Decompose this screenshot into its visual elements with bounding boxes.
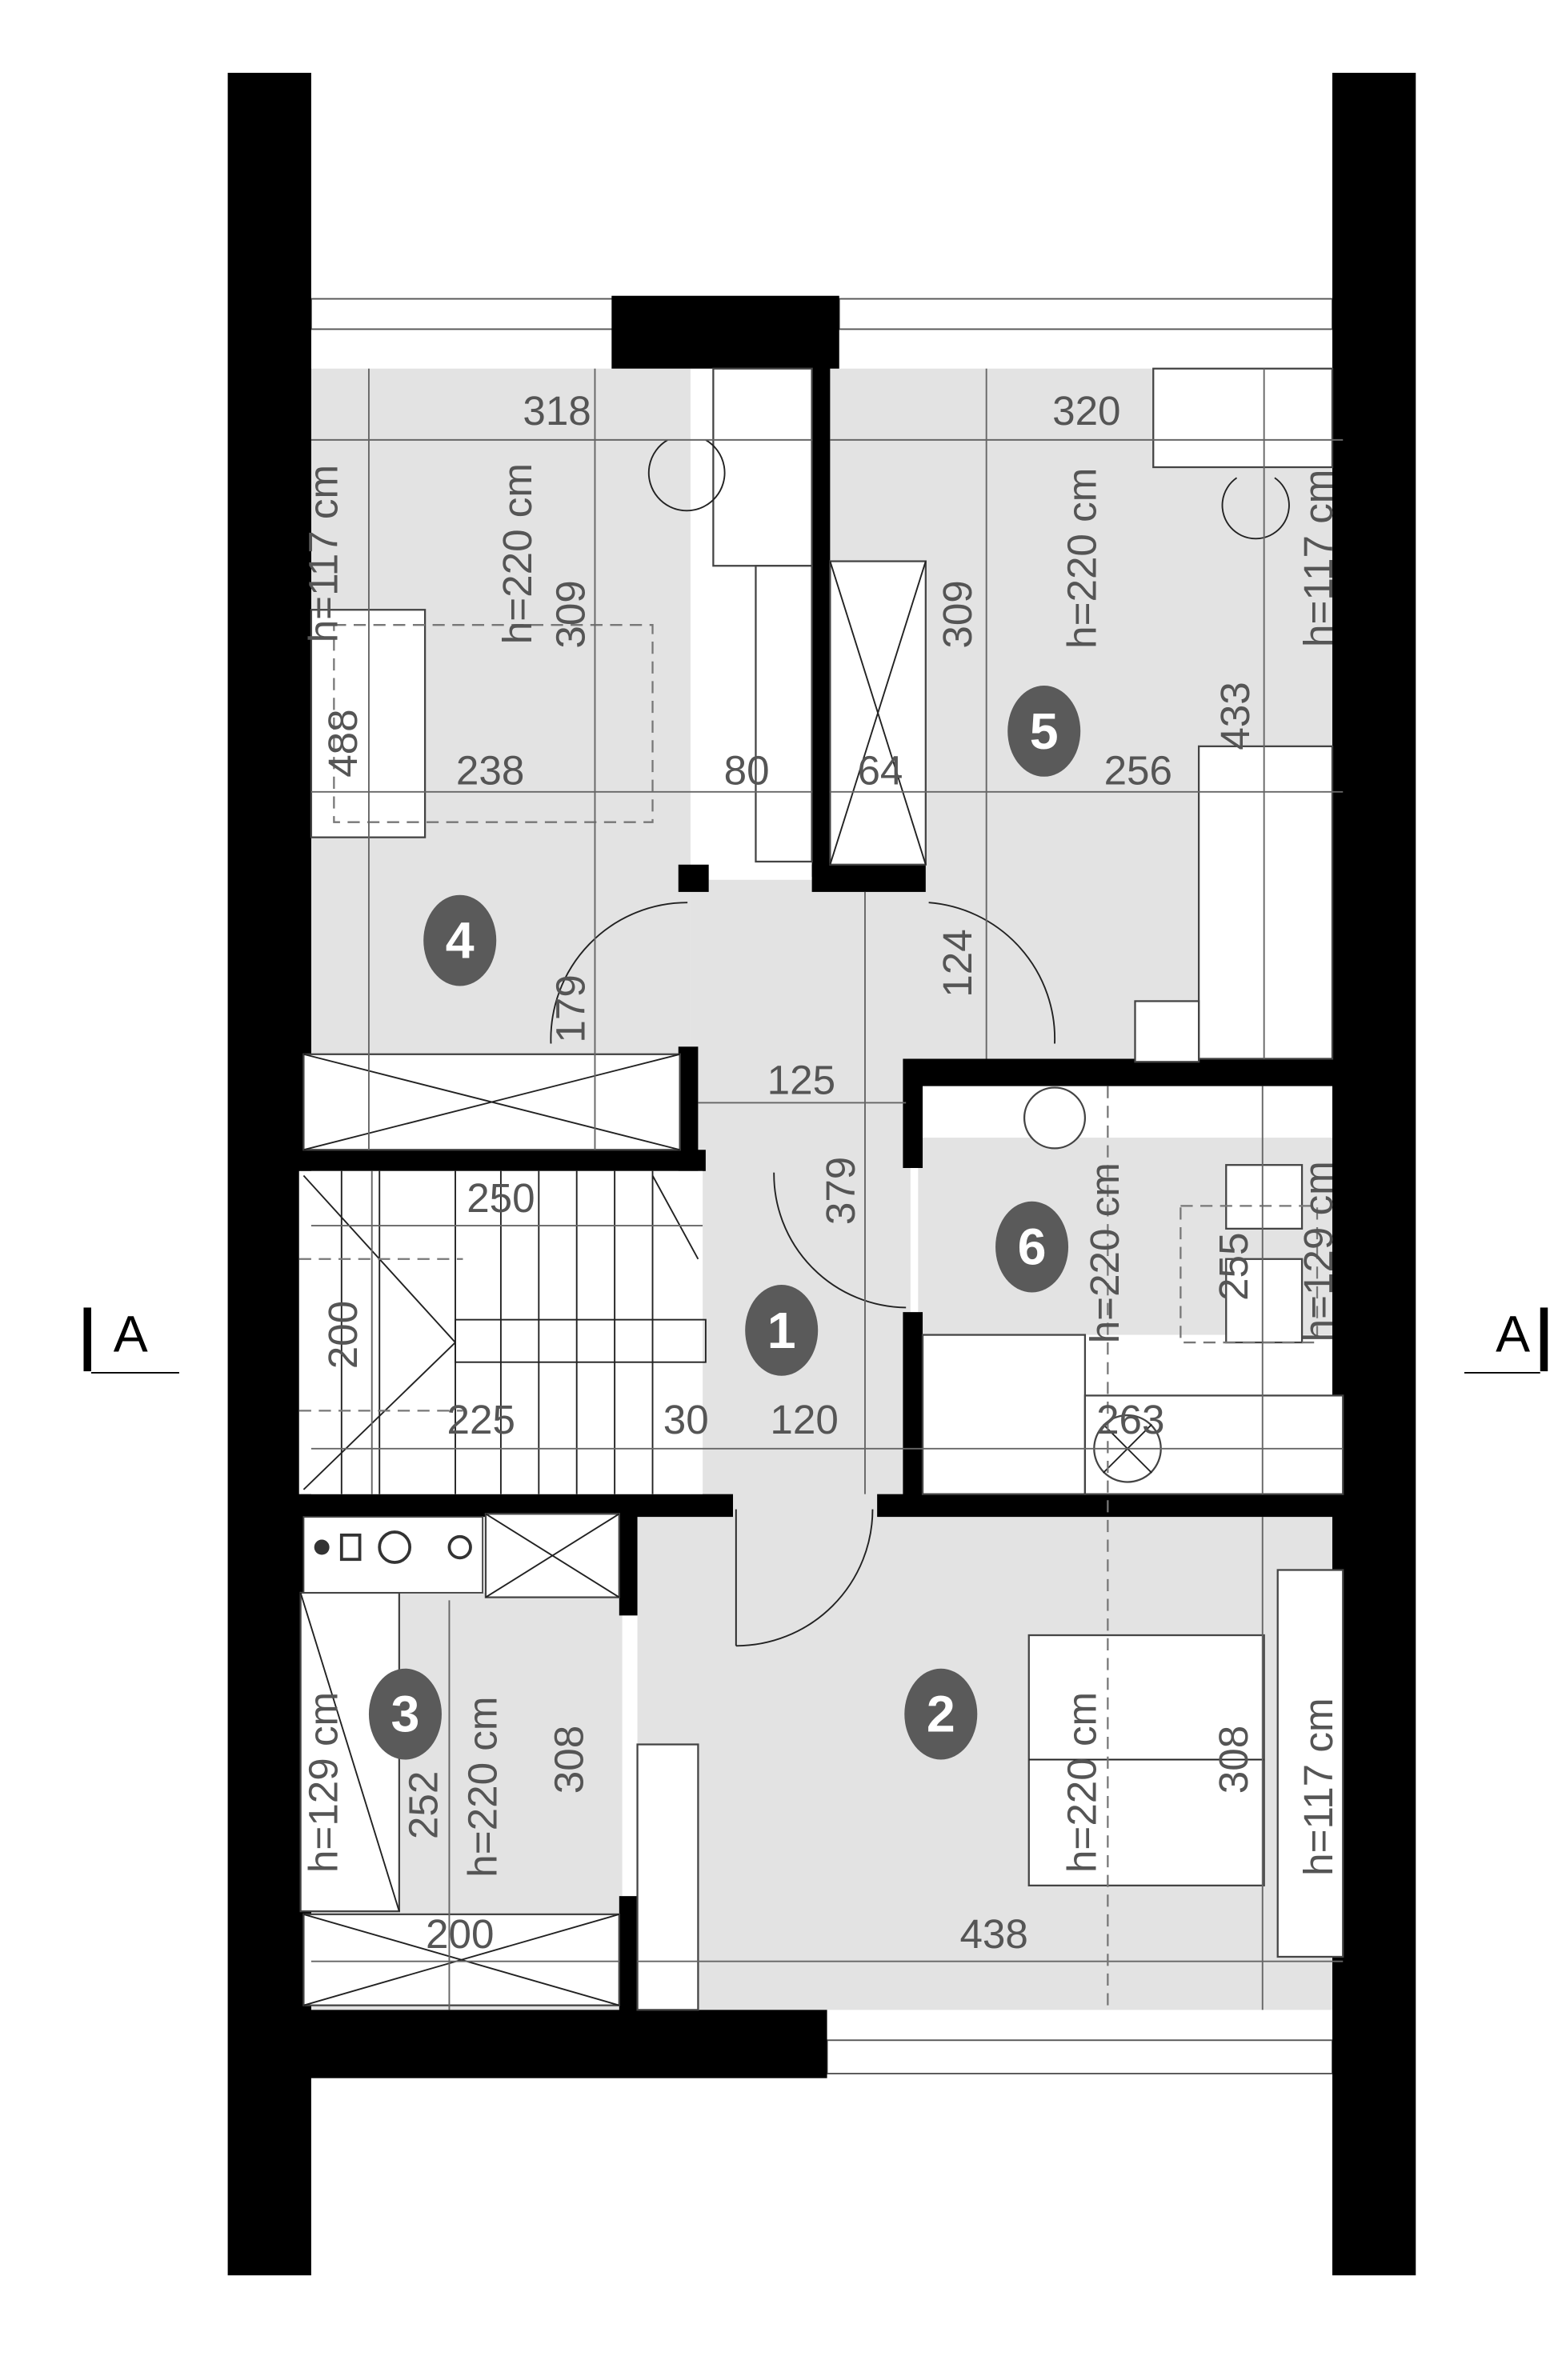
dim-label: 256 bbox=[1104, 748, 1172, 794]
dim-label: 433 bbox=[1212, 682, 1258, 750]
bathroom-fixtures bbox=[921, 1334, 1087, 1495]
dim-label: 238 bbox=[456, 748, 524, 794]
dim-label: 80 bbox=[724, 748, 770, 794]
room-badge-4: 4 bbox=[423, 894, 497, 986]
dim-label: 309 bbox=[935, 580, 980, 648]
section-label-right: A bbox=[1496, 1305, 1530, 1362]
dim-label: 225 bbox=[447, 1397, 515, 1442]
section-mark-left: A bbox=[83, 1305, 179, 1374]
dim-label: h=129 cm bbox=[1296, 1161, 1341, 1342]
chair-room-4 bbox=[647, 439, 726, 512]
dim-label: h=117 cm bbox=[1296, 1698, 1341, 1875]
svg-text:6: 6 bbox=[1018, 1218, 1047, 1276]
section-label-left: A bbox=[114, 1305, 148, 1362]
dim-label: 308 bbox=[547, 1726, 592, 1794]
room-badge-2: 2 bbox=[904, 1668, 978, 1760]
dim-label: 309 bbox=[547, 580, 593, 648]
dim-label: 179 bbox=[547, 974, 593, 1042]
dim-label: 488 bbox=[320, 709, 366, 777]
dim-label: 379 bbox=[818, 1157, 863, 1225]
dim-label: 250 bbox=[467, 1175, 535, 1221]
built-in-storage bbox=[299, 367, 1334, 2011]
dimension-labels: 318 320 h=117 cm h=220 cm 309 488 238 80… bbox=[300, 388, 1341, 1957]
dim-label: h=220 cm bbox=[1059, 468, 1104, 649]
svg-text:1: 1 bbox=[767, 1302, 796, 1359]
dim-label: 64 bbox=[857, 748, 903, 794]
dimension-lines bbox=[310, 368, 1344, 2010]
dim-label: 255 bbox=[1211, 1233, 1256, 1301]
dim-label: 30 bbox=[663, 1397, 709, 1442]
room-badge-1: 1 bbox=[745, 1285, 819, 1376]
window-room-5 bbox=[838, 298, 1333, 330]
chair-room-5 bbox=[1221, 477, 1290, 540]
dim-label: 200 bbox=[426, 1911, 494, 1957]
dim-label: h=220 cm bbox=[1059, 1692, 1104, 1873]
doors bbox=[550, 902, 1055, 1647]
window-room-2 bbox=[826, 2039, 1333, 2074]
dim-label: h=220 cm bbox=[459, 1697, 505, 1878]
dim-label: 252 bbox=[401, 1771, 447, 1839]
dim-label: 124 bbox=[935, 929, 980, 997]
dim-label: h=129 cm bbox=[300, 1692, 346, 1873]
bed-room-5 bbox=[1197, 745, 1334, 1060]
room-badge-5: 5 bbox=[1007, 686, 1081, 777]
dim-label: 200 bbox=[320, 1301, 366, 1369]
dim-label: 318 bbox=[523, 388, 591, 434]
room-badge-6: 6 bbox=[995, 1201, 1069, 1293]
dim-label: 438 bbox=[959, 1911, 1027, 1957]
dim-label: 120 bbox=[770, 1397, 838, 1442]
dim-label: h=117 cm bbox=[1296, 470, 1341, 647]
dim-label: h=117 cm bbox=[300, 465, 346, 642]
window-room-4 bbox=[310, 298, 616, 330]
svg-text:2: 2 bbox=[927, 1686, 955, 1743]
dim-label: h=220 cm bbox=[495, 463, 540, 644]
svg-text:5: 5 bbox=[1030, 702, 1059, 760]
dim-label: h=220 cm bbox=[1082, 1162, 1127, 1343]
section-mark-right: A bbox=[1464, 1305, 1548, 1374]
room-1-floor bbox=[690, 879, 911, 1518]
room-badge-3: 3 bbox=[368, 1668, 442, 1760]
dim-label: 308 bbox=[1211, 1726, 1256, 1794]
dim-label: 263 bbox=[1096, 1397, 1164, 1442]
svg-text:4: 4 bbox=[446, 912, 475, 970]
svg-text:3: 3 bbox=[391, 1686, 420, 1743]
dim-label: 125 bbox=[767, 1057, 835, 1102]
dim-label: 320 bbox=[1052, 388, 1120, 434]
